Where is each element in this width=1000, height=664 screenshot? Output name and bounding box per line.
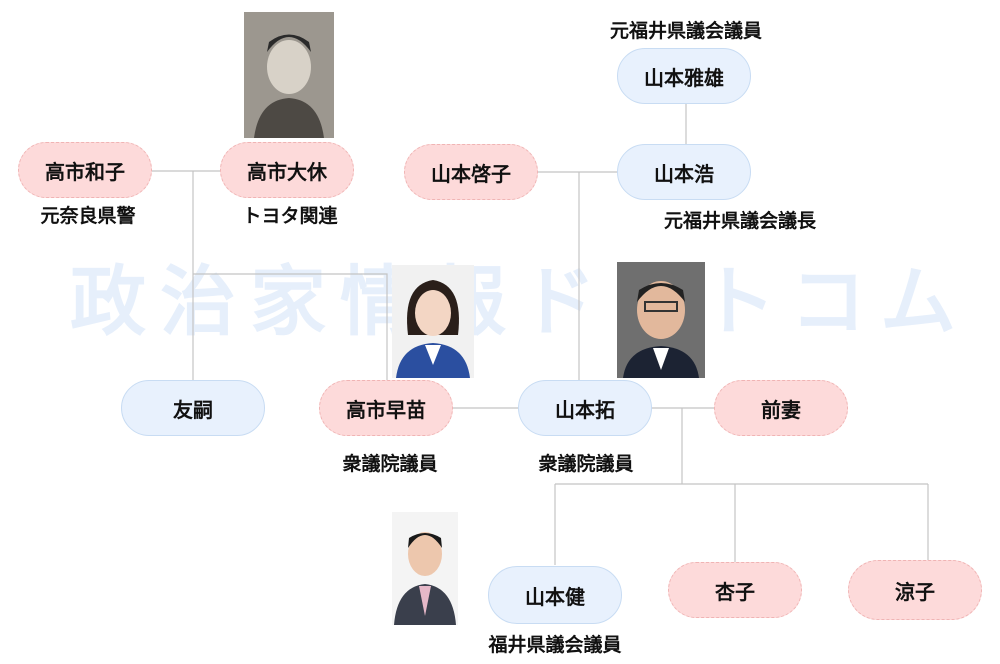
node-takaichi-sanae: 高市早苗 [319,380,453,436]
node-yamamoto-keiko: 山本啓子 [404,144,538,200]
photo-takaichi-daikyu [244,12,334,138]
node-ryoko: 涼子 [848,560,982,620]
node-yamamoto-hiroshi: 山本浩 [617,144,751,200]
label-ken: 福井県議会議員 [488,634,622,656]
photo-takaichi-sanae [392,265,474,378]
photo-yamamoto-ken [392,512,458,625]
node-yamamoto-ken: 山本健 [488,566,622,624]
node-kyoko: 杏子 [668,562,802,618]
label-taku: 衆議院議員 [538,453,634,475]
label-daikyu: トヨタ関連 [242,205,338,227]
photo-yamamoto-taku [617,262,705,378]
node-yamamoto-taku: 山本拓 [518,380,652,436]
label-kazuko: 元奈良県警 [40,205,136,227]
label-sanae: 衆議院議員 [342,453,438,475]
label-hiroshi: 元福井県議会議長 [663,210,817,232]
label-masao: 元福井県議会議員 [609,20,763,42]
node-takaichi-kazuko: 高市和子 [18,142,152,198]
node-takaichi-daikyu: 高市大休 [220,142,354,198]
watermark: 政治家情報ドットコム [70,257,970,346]
node-yuji: 友嗣 [121,380,265,436]
node-yamamoto-masao: 山本雅雄 [617,48,751,104]
node-former-wife: 前妻 [714,380,848,436]
